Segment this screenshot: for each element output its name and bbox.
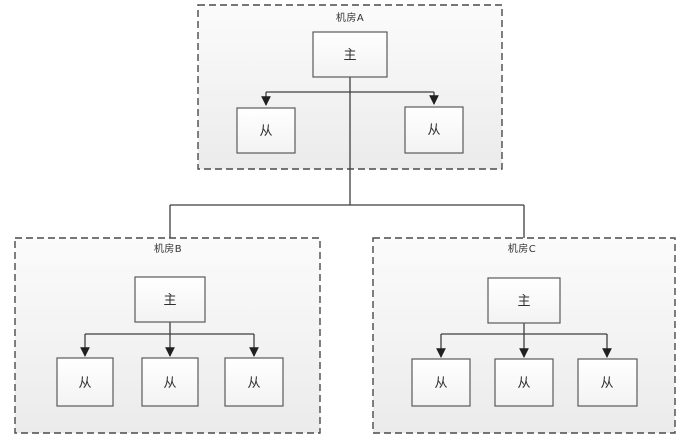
node-slave-b3-label: 从 [247, 376, 260, 391]
node-master-c: 主 [487, 277, 561, 324]
node-slave-a1-box [236, 107, 296, 154]
node-slave-a1: 从 [236, 107, 296, 154]
room-a: 主 从 从 机房A [197, 4, 503, 205]
node-master-a-box [312, 31, 388, 78]
node-slave-b1-box [56, 357, 114, 407]
node-slave-a1-label: 从 [259, 124, 272, 139]
node-master-c-label: 主 [517, 294, 530, 309]
node-slave-c1-label: 从 [434, 376, 447, 391]
node-slave-a2-label: 从 [427, 123, 440, 138]
node-slave-c3-label: 从 [600, 376, 613, 391]
node-master-c-box [487, 277, 561, 324]
node-slave-b3-box [224, 357, 284, 407]
node-slave-a2: 从 [404, 106, 464, 154]
node-slave-b2-label: 从 [163, 376, 176, 391]
node-master-a-label: 主 [343, 48, 356, 63]
node-slave-a2-box [404, 106, 464, 154]
node-slave-b1-label: 从 [78, 376, 91, 391]
room-c-label: 机房C [508, 242, 536, 255]
room-b-label: 机房B [154, 242, 182, 255]
node-master-a: 主 [312, 31, 388, 78]
room-c: 主 从 从 从 机房C [372, 237, 676, 434]
node-master-b-box [134, 276, 206, 323]
node-master-b: 主 [134, 276, 206, 323]
node-slave-c1-box [411, 358, 471, 407]
node-slave-c2: 从 [494, 358, 554, 407]
node-slave-c1: 从 [411, 358, 471, 407]
node-slave-c2-label: 从 [517, 376, 530, 391]
node-slave-c3-box [577, 358, 638, 407]
room-b: 主 从 从 从 机房B [14, 237, 321, 434]
node-master-b-label: 主 [163, 293, 176, 308]
node-slave-b2-box [141, 357, 199, 407]
room-a-label: 机房A [336, 11, 364, 24]
node-slave-c3: 从 [577, 358, 638, 407]
node-slave-b2: 从 [141, 357, 199, 407]
node-slave-b1: 从 [56, 357, 114, 407]
node-slave-b3: 从 [224, 357, 284, 407]
node-slave-c2-box [494, 358, 554, 407]
